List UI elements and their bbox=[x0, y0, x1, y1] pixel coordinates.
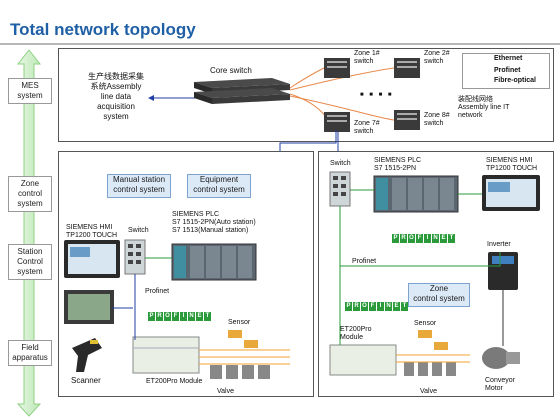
level-zone: Zone control system bbox=[8, 176, 52, 212]
level-mes: MES system bbox=[8, 78, 52, 104]
right-sensor-icons bbox=[404, 330, 456, 376]
right-sensor-label: Sensor bbox=[414, 320, 437, 327]
conveyor-motor-icon bbox=[482, 347, 520, 369]
equipment-control-box: Equipment control system bbox=[187, 174, 251, 198]
left-hmi-label: SIEMENS HMI TP1200 TOUCH bbox=[66, 224, 118, 239]
level-axis bbox=[16, 49, 42, 417]
profinet-letter: O bbox=[361, 302, 368, 311]
title-underline bbox=[0, 43, 560, 45]
zone8-label: Zone 8# switch bbox=[424, 112, 450, 127]
level-field: Field apparatus bbox=[8, 340, 52, 366]
right-et200-label: ET200Pro Module bbox=[340, 326, 372, 341]
profinet-letter: F bbox=[172, 312, 179, 321]
left-et200-label: ET200Pro Module bbox=[146, 378, 203, 385]
profinet-letter: I bbox=[180, 312, 187, 321]
top-network-svg bbox=[148, 58, 490, 132]
inverter-icon bbox=[488, 252, 518, 290]
right-hmi-label: SIEMENS HMI TP1200 TOUCH bbox=[486, 157, 538, 172]
profinet-letter: P bbox=[392, 234, 399, 243]
profinet-letter: P bbox=[148, 312, 155, 321]
right-switch-icon bbox=[329, 171, 351, 207]
profinet-letter: N bbox=[188, 312, 195, 321]
inverter-label: Inverter bbox=[487, 241, 511, 248]
zone-control-box: Zone control system bbox=[408, 283, 470, 307]
left-et200-icon bbox=[132, 336, 200, 374]
profinet-letter: E bbox=[196, 312, 203, 321]
profinet-letter: I bbox=[424, 234, 431, 243]
profinet-letter: O bbox=[408, 234, 415, 243]
right-plc-icon bbox=[373, 175, 459, 213]
right-plc-label: SIEMENS PLC S7 1515-2PN bbox=[374, 157, 422, 172]
assembly-network-label: 装配线网络 Assembly line IT network bbox=[458, 96, 510, 119]
scanner-label: Scanner bbox=[71, 376, 101, 385]
scanner-icon bbox=[72, 338, 102, 372]
left-valve-label: Valve bbox=[217, 388, 234, 395]
right-et200-icon bbox=[329, 344, 397, 376]
core-switch-icon bbox=[194, 78, 290, 104]
profinet-letter: T bbox=[204, 312, 211, 321]
profinet-letter: R bbox=[156, 312, 163, 321]
zone1-label: Zone 1# switch bbox=[354, 50, 380, 65]
left-plc-label: SIEMENS PLC S7 1515-2PN(Auto station) S7… bbox=[172, 211, 256, 234]
profinet-letter: E bbox=[393, 302, 400, 311]
profinet-letter: F bbox=[369, 302, 376, 311]
profinet-letter: N bbox=[385, 302, 392, 311]
profinet-letter: T bbox=[448, 234, 455, 243]
left-panel-device-icon bbox=[64, 290, 114, 324]
profinet-letter: E bbox=[440, 234, 447, 243]
right-hmi-icon bbox=[482, 175, 540, 211]
right-valve-label: Valve bbox=[420, 388, 437, 395]
left-switch-label: Switch bbox=[128, 227, 149, 234]
zone2-switch-icon bbox=[394, 58, 420, 78]
legend-profinet: Profinet bbox=[494, 67, 521, 74]
profinet-letter: R bbox=[400, 234, 407, 243]
data-acquisition-label: 生产线数据采集 系统Assembly line data acquisition… bbox=[88, 72, 144, 121]
left-sensor-icons bbox=[210, 330, 270, 379]
profinet-letter: I bbox=[377, 302, 384, 311]
profinet-letter: T bbox=[401, 302, 408, 311]
profinet-letter: O bbox=[164, 312, 171, 321]
manual-station-box: Manual station control system bbox=[107, 174, 171, 198]
conveyor-label: Conveyor Motor bbox=[485, 377, 515, 392]
zone1-switch-icon bbox=[324, 58, 350, 78]
zone7-label: Zone 7# switch bbox=[354, 120, 380, 135]
profinet-letter: R bbox=[353, 302, 360, 311]
ellipsis-dots: ■ ■ ■ ■ bbox=[360, 92, 394, 98]
zone8-switch-icon bbox=[394, 110, 420, 130]
left-hmi-icon bbox=[64, 240, 120, 278]
profinet-letter: P bbox=[345, 302, 352, 311]
zone7-switch-icon bbox=[324, 112, 350, 132]
left-sensor-label: Sensor bbox=[228, 319, 251, 326]
right-switch-label: Switch bbox=[330, 160, 351, 167]
core-switch-label: Core switch bbox=[210, 66, 252, 75]
legend-box bbox=[462, 53, 550, 89]
legend-fibre: Fibre-optical bbox=[494, 77, 537, 84]
page-title: Total network topology bbox=[10, 20, 196, 39]
right-profinet-label: Profinet bbox=[352, 258, 377, 265]
left-plc-icon bbox=[171, 243, 257, 281]
level-station: Station Control system bbox=[8, 244, 52, 280]
zone2-label: Zone 2# switch bbox=[424, 50, 450, 65]
legend-ethernet: Ethernet bbox=[494, 55, 523, 62]
left-switch-icon bbox=[124, 239, 146, 275]
profinet-letter: F bbox=[416, 234, 423, 243]
profinet-letter: N bbox=[432, 234, 439, 243]
left-profinet-label: Profinet bbox=[145, 288, 170, 295]
